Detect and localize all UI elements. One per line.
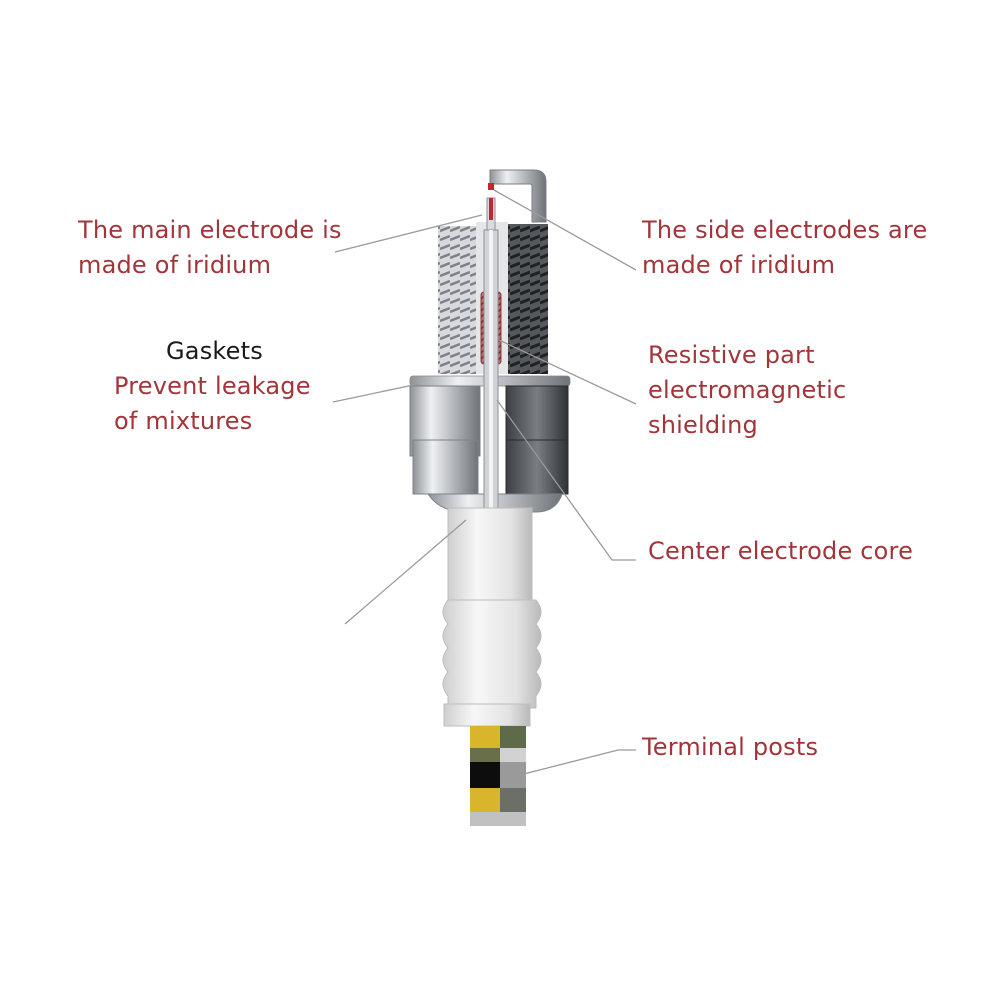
- side-electrodes-line2: made of iridium: [642, 251, 836, 279]
- label-gaskets: Gaskets Prevent leakage of mixtures: [114, 334, 311, 439]
- leader-terminal-posts: [511, 749, 636, 778]
- center-electrode-core: [483, 229, 499, 511]
- resistive-part-line2: electromagnetic: [648, 376, 847, 404]
- leader-main-electrode: [334, 214, 483, 253]
- leader-side-electrodes: [493, 189, 637, 271]
- label-center-core: Center electrode core: [648, 534, 913, 569]
- center-core-line1: Center electrode core: [648, 537, 914, 565]
- gaskets-line1: Prevent leakage: [114, 372, 311, 400]
- leader-lines: [332, 189, 637, 778]
- label-resistive-part: Resistive part electromagnetic shielding: [648, 338, 846, 443]
- leader-gaskets: [332, 383, 419, 403]
- ceramic-insulator: [442, 507, 542, 727]
- main-electrode-line1: The main electrode is: [78, 216, 342, 244]
- main-electrode-line2: made of iridium: [78, 251, 272, 279]
- side-electrode: [488, 169, 547, 223]
- side-electrodes-line1: The side electrodes are: [642, 216, 928, 244]
- label-main-electrode: The main electrode is made of iridium: [78, 213, 342, 283]
- terminal-posts-line1: Terminal posts: [642, 733, 819, 761]
- label-side-electrodes: The side electrodes are made of iridium: [642, 213, 927, 283]
- resistive-part-line3: shielding: [648, 411, 758, 439]
- leader-ceramic: [344, 519, 467, 625]
- label-terminal-posts: Terminal posts: [642, 730, 818, 765]
- resistive-part-line1: Resistive part: [648, 341, 815, 369]
- gaskets-line2: of mixtures: [114, 407, 253, 435]
- leader-center-core: [496, 399, 636, 561]
- leader-resistive-part: [498, 339, 637, 405]
- gaskets-title: Gaskets: [166, 337, 263, 365]
